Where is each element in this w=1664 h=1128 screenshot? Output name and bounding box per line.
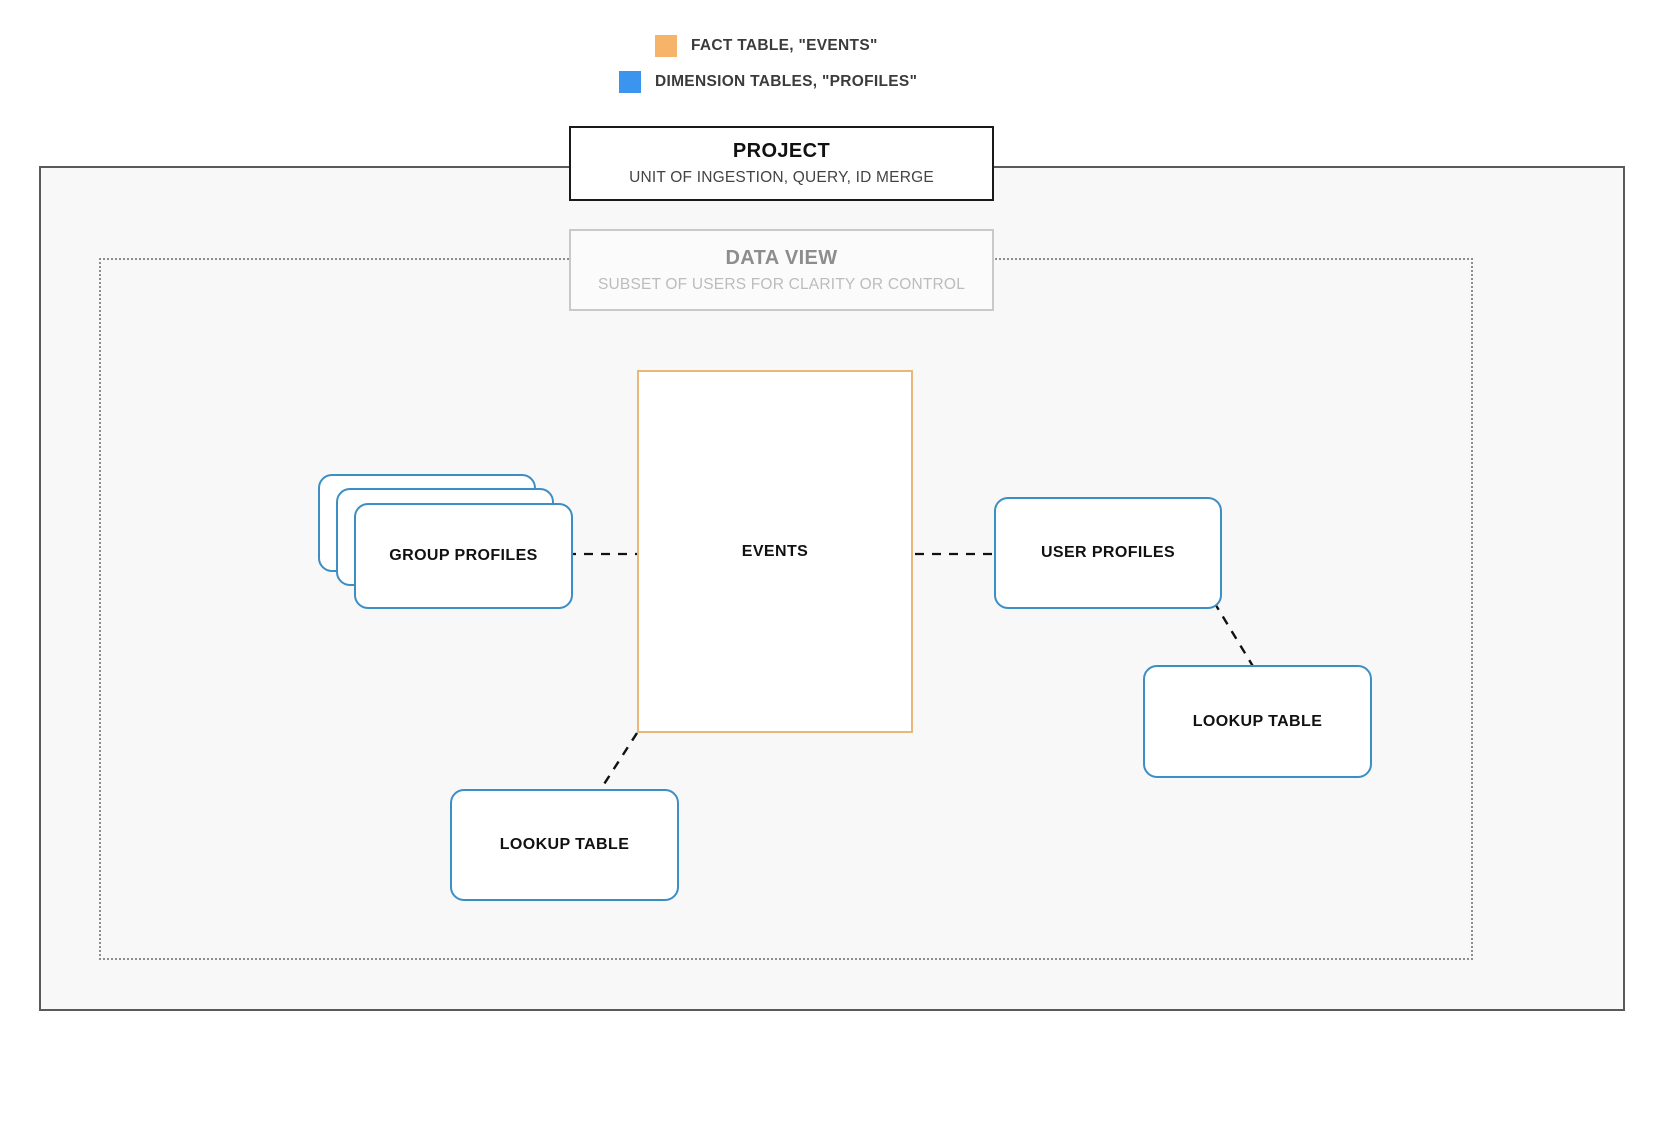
project-title: PROJECT — [732, 140, 831, 162]
square-swatch-icon — [619, 71, 641, 93]
node-lookup-table-right: LOOKUP TABLE — [1143, 665, 1372, 778]
legend-item-dimension-tables: DIMENSION TABLES, "PROFILES" — [619, 71, 917, 93]
data-view-subtitle: SUBSET OF USERS FOR CLARITY OR CONTROL — [597, 275, 966, 293]
project-card: PROJECT UNIT OF INGESTION, QUERY, ID MER… — [569, 126, 994, 201]
node-user-profiles: USER PROFILES — [994, 497, 1222, 609]
legend-label-dimension-tables: DIMENSION TABLES, "PROFILES" — [655, 73, 918, 90]
legend-item-fact-table: FACT TABLE, "EVENTS" — [655, 35, 878, 57]
node-group-profiles: GROUP PROFILES — [318, 474, 573, 609]
node-events-label: EVENTS — [741, 542, 809, 560]
node-lookup-table-left: LOOKUP TABLE — [450, 789, 679, 901]
square-swatch-icon — [655, 35, 677, 57]
project-subtitle: UNIT OF INGESTION, QUERY, ID MERGE — [629, 169, 934, 186]
group-profiles-stack-card-front: GROUP PROFILES — [354, 503, 573, 609]
node-user-profiles-label: USER PROFILES — [1040, 544, 1176, 561]
data-view-card: DATA VIEW SUBSET OF USERS FOR CLARITY OR… — [569, 229, 994, 311]
node-events: EVENTS — [637, 370, 913, 733]
legend-label-fact-table: FACT TABLE, "EVENTS" — [691, 37, 878, 54]
node-lookup-table-left-label: LOOKUP TABLE — [499, 836, 630, 853]
data-view-title: DATA VIEW — [725, 246, 838, 269]
node-group-profiles-label: GROUP PROFILES — [389, 547, 538, 564]
node-lookup-table-right-label: LOOKUP TABLE — [1192, 712, 1323, 730]
